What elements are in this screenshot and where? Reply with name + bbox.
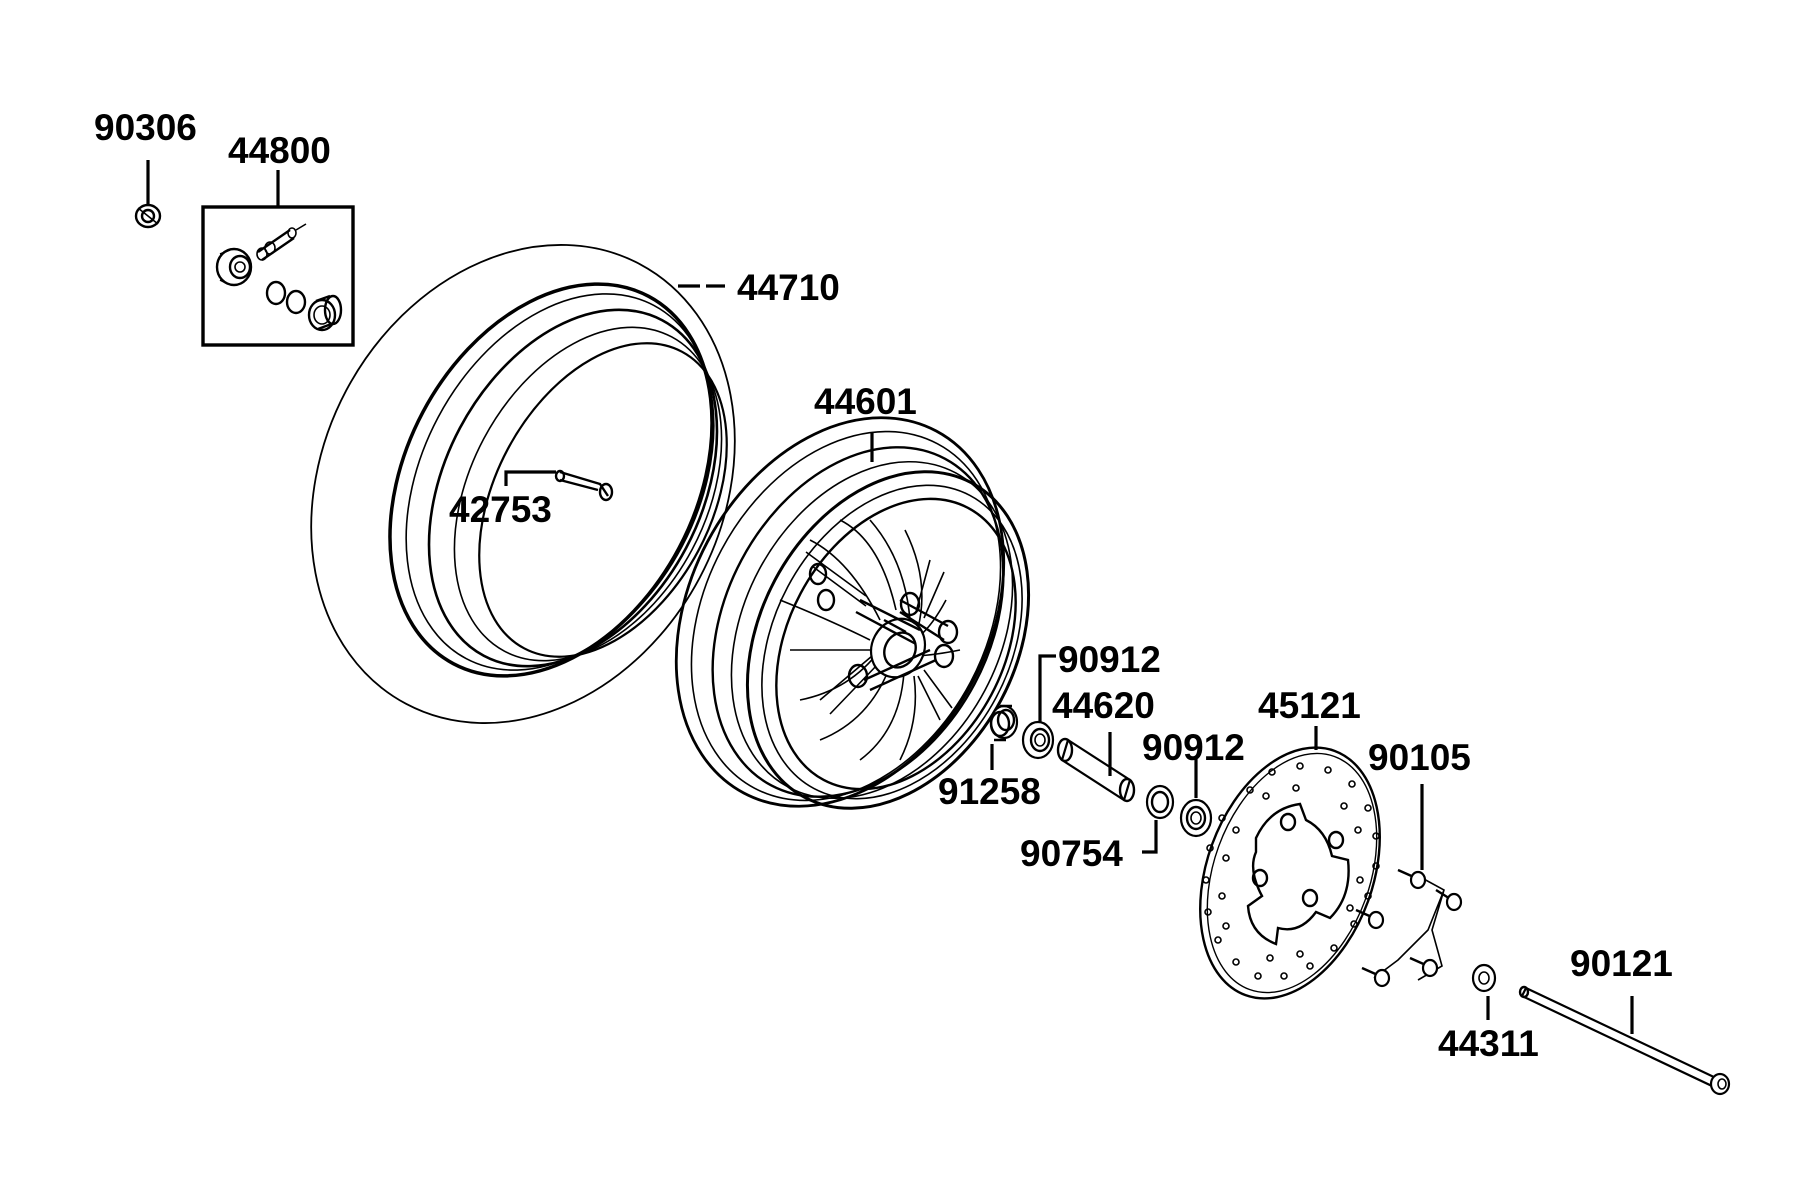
- bolt-3: [1355, 908, 1385, 930]
- part-90754-seal: [1142, 784, 1175, 854]
- part-label-90754: 90754: [1020, 833, 1123, 874]
- part-label-44620: 44620: [1052, 685, 1155, 726]
- part-44620-spacer-tube: [1056, 732, 1136, 803]
- part-90105-bolts: [1355, 784, 1463, 988]
- part-44601-wheel-rim: [674, 416, 1031, 810]
- part-label-90121: 90121: [1570, 943, 1673, 984]
- part-label-45121: 45121: [1258, 685, 1361, 726]
- part-label-90912-b: 90912: [1142, 727, 1245, 768]
- part-label-90912-a: 90912: [1058, 639, 1161, 680]
- part-44710-tire: [310, 244, 736, 724]
- part-44311-washer: [1471, 963, 1497, 1020]
- disc-holes: [1202, 762, 1380, 980]
- bolt-4: [1409, 956, 1439, 978]
- part-label-44800: 44800: [228, 130, 331, 171]
- part-90306-nut: [134, 160, 162, 229]
- part-42753-valve-stem: [504, 469, 614, 502]
- part-label-42753: 42753: [449, 489, 552, 530]
- part-label-90306: 90306: [94, 107, 197, 148]
- part-label-44311: 44311: [1438, 1023, 1539, 1064]
- part-91258-seal: [989, 704, 1019, 770]
- bolt-1: [1397, 868, 1427, 890]
- part-90912-bearing-right: [1179, 758, 1213, 838]
- part-45121-brake-disc: [1199, 726, 1381, 1000]
- part-label-90105: 90105: [1368, 737, 1471, 778]
- part-90912-bearing-left: [1021, 654, 1056, 760]
- part-label-44710: 44710: [737, 267, 840, 308]
- part-90121-axle: [1518, 985, 1731, 1096]
- part-label-91258: 91258: [938, 771, 1041, 812]
- part-label-44601: 44601: [814, 381, 917, 422]
- bolt-2: [1435, 888, 1463, 912]
- part-44800-valve-kit: [201, 170, 355, 347]
- bolt-5: [1361, 966, 1391, 988]
